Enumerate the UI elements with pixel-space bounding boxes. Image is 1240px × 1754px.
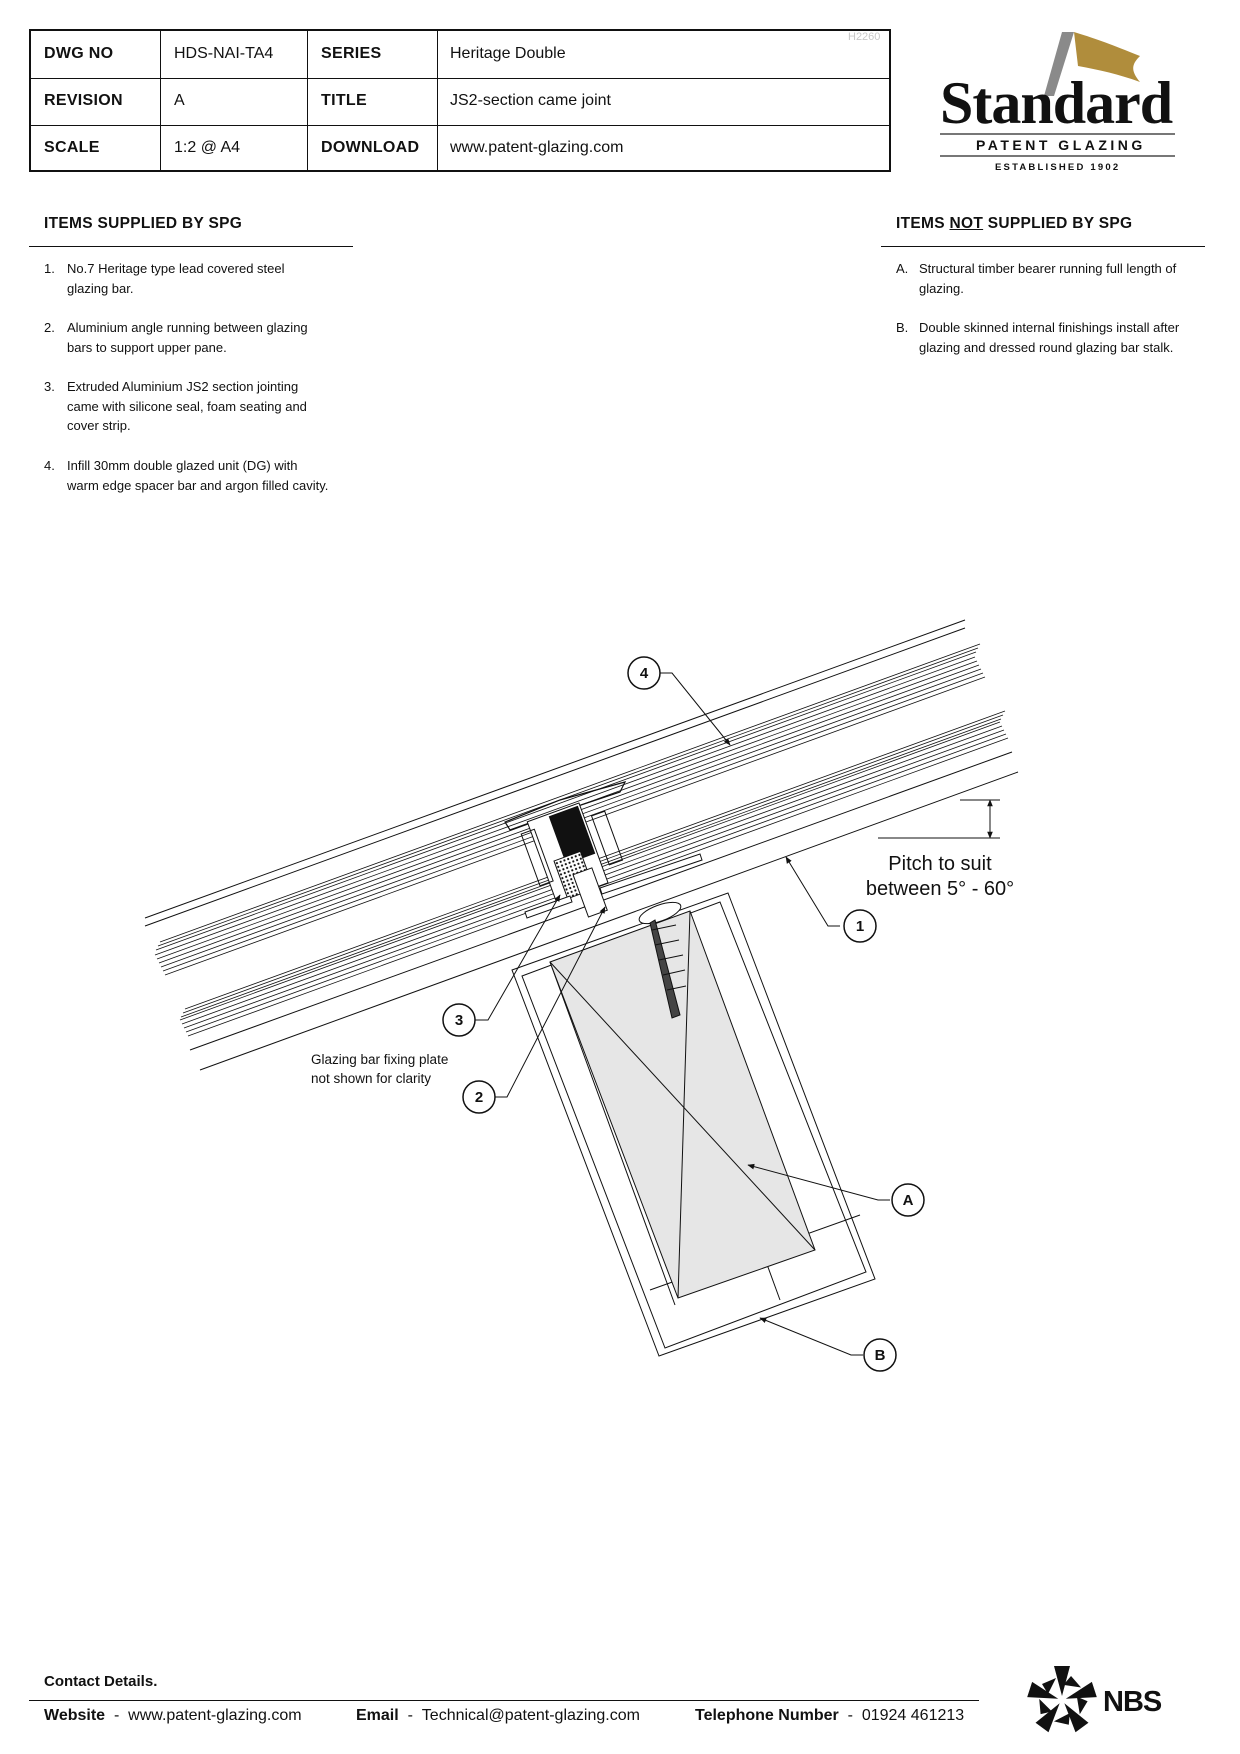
supplied-item-1: 1. No.7 Heritage type lead covered steel…	[44, 261, 285, 296]
dwg-no-label: DWG NO	[44, 45, 114, 62]
dwg-no-value: HDS-NAI-TA4	[174, 45, 274, 62]
callout-a-label: A	[903, 1192, 914, 1209]
logo-rule-top	[940, 133, 1175, 135]
reference-code: H2260	[848, 31, 881, 43]
callout-3	[442, 1003, 476, 1037]
supplied-rule	[29, 246, 353, 247]
callout-1	[843, 909, 877, 943]
series-label: SERIES	[321, 45, 382, 62]
not-supplied-heading: ITEMS NOT SUPPLIED BY SPG	[896, 215, 1133, 232]
supplied-item-3: 3. Extruded Aluminium JS2 section jointi…	[44, 379, 307, 433]
cover-line-top	[144, 619, 966, 919]
drawing-info-table: DWG NO HDS-NAI-TA4 SERIES Heritage Doubl…	[29, 29, 891, 172]
title-value: JS2-section came joint	[450, 92, 611, 109]
not-supplied-rule	[881, 246, 1205, 247]
callout-4-label: 4	[640, 665, 649, 682]
callout-a	[891, 1183, 925, 1217]
callout-b	[863, 1338, 897, 1372]
email-contact: Email - Technical@patent-glazing.com	[356, 1707, 640, 1724]
js2-came-joint	[504, 781, 627, 918]
callout-1-label: 1	[856, 918, 864, 935]
flag-icon	[1044, 32, 1140, 96]
fixing-screw	[638, 901, 687, 1019]
phone-number: 01924 461213	[861, 1707, 965, 1724]
supplied-item-4: 4. Infill 30mm double glazed unit (DG) w…	[44, 458, 329, 493]
scale-value: 1:2 @ A4	[174, 139, 241, 156]
contact-heading: Contact Details.	[44, 1673, 158, 1690]
fixing-plate-note: Glazing bar fixing plate not shown for c…	[311, 1052, 449, 1086]
download-link[interactable]: www.patent-glazing.com	[450, 139, 624, 156]
download-label: DOWNLOAD	[321, 139, 420, 156]
nbs-logo-icon	[1027, 1666, 1097, 1733]
revision-value: A	[174, 92, 185, 109]
pitch-note: Pitch to suit between 5° - 60°	[865, 853, 1015, 900]
not-supplied-item-b: B. Double skinned internal finishings in…	[896, 320, 1180, 355]
website-link[interactable]: www.patent-glazing.com	[128, 1707, 302, 1724]
logo-wordmark: Standard	[940, 70, 1173, 136]
title-label: TITLE	[321, 92, 367, 109]
series-value: Heritage Double	[450, 45, 566, 62]
supplied-heading: ITEMS SUPPLIED BY SPG	[44, 215, 243, 232]
callout-b-label: B	[875, 1347, 886, 1364]
phone-contact: Telephone Number - 01924 461213	[695, 1707, 965, 1724]
supplied-item-2: 2. Aluminium angle running between glazi…	[44, 320, 308, 355]
logo-established: ESTABLISHED 1902	[995, 162, 1121, 173]
footer-rule	[29, 1700, 979, 1701]
logo-rule-bottom	[940, 155, 1175, 157]
logo-subtitle: PATENT GLAZING	[976, 137, 1146, 153]
callout-4	[627, 656, 661, 690]
email-link[interactable]: Technical@patent-glazing.com	[421, 1707, 640, 1724]
revision-label: REVISION	[44, 92, 123, 109]
callout-2-label: 2	[475, 1089, 483, 1106]
scale-label: SCALE	[44, 139, 100, 156]
callout-2	[462, 1080, 496, 1114]
callout-3-label: 3	[455, 1012, 463, 1029]
nbs-wordmark: NBS	[1103, 1686, 1162, 1718]
website-contact: Website - www.patent-glazing.com	[44, 1707, 302, 1724]
not-supplied-item-a: A. Structural timber bearer running full…	[896, 261, 1177, 296]
